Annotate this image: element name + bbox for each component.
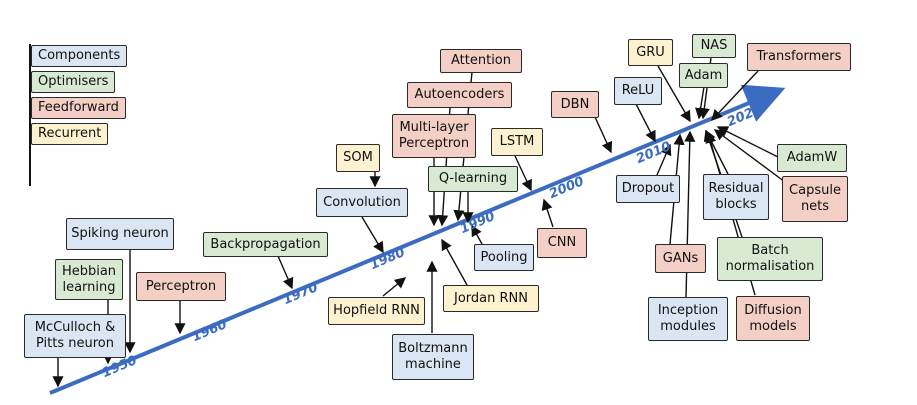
node-boltzmann-machine: Boltzmann machine bbox=[392, 334, 474, 380]
node-residual-blocks: Residual blocks bbox=[703, 174, 769, 220]
link-dropout bbox=[656, 143, 672, 176]
node-perceptron: Perceptron bbox=[136, 272, 226, 301]
node-attention: Attention bbox=[440, 49, 522, 73]
node-cnn: CNN bbox=[537, 228, 587, 258]
node-dropout: Dropout bbox=[616, 175, 680, 203]
link-hopfield bbox=[382, 277, 407, 297]
link-dbn bbox=[594, 116, 613, 154]
node-nas: NAS bbox=[692, 34, 736, 58]
node-backpropagation: Backpropagation bbox=[203, 232, 328, 257]
node-multi-layer-perceptron: Multi-layer Perceptron bbox=[392, 114, 476, 158]
link-relu bbox=[635, 103, 656, 143]
node-q-learning: Q-learning bbox=[428, 166, 518, 192]
node-gru: GRU bbox=[628, 39, 673, 66]
link-cnn bbox=[541, 198, 554, 228]
legend-recurrent: Recurrent bbox=[31, 123, 109, 145]
link-adamw bbox=[716, 126, 781, 159]
node-pooling: Pooling bbox=[474, 244, 534, 271]
link-adam bbox=[695, 86, 707, 120]
node-diffusion-models: Diffusion models bbox=[736, 296, 810, 341]
node-som: SOM bbox=[336, 144, 380, 172]
legend-components: Components bbox=[31, 45, 128, 67]
link-capsule bbox=[713, 129, 786, 183]
node-convolution: Convolution bbox=[316, 188, 408, 217]
link-gru bbox=[657, 65, 691, 123]
node-inception-modules: Inception modules bbox=[648, 297, 728, 341]
link-convolution bbox=[361, 216, 384, 254]
link-backprop bbox=[277, 255, 294, 290]
link-pooling bbox=[471, 224, 483, 245]
legend-optimisers: Optimisers bbox=[31, 71, 116, 93]
node-adam: Adam bbox=[679, 63, 728, 88]
link-jordan bbox=[441, 238, 468, 286]
node-capsule-nets: Capsule nets bbox=[782, 176, 848, 222]
legend-bar bbox=[29, 44, 31, 186]
node-relu: ReLU bbox=[614, 77, 662, 105]
node-dbn: DBN bbox=[551, 91, 599, 118]
node-lstm: LSTM bbox=[491, 128, 543, 156]
legend-feedforward: Feedforward bbox=[31, 97, 126, 119]
node-adamw: AdamW bbox=[777, 144, 847, 172]
timeline-arrow bbox=[49, 84, 786, 395]
node-hebbian-learning: Hebbian learning bbox=[55, 259, 123, 300]
node-jordan-rnn: Jordan RNN bbox=[443, 285, 539, 312]
node-transformers: Transformers bbox=[747, 43, 851, 71]
node-autoencoders: Autoencoders bbox=[407, 82, 512, 108]
node-spiking-neuron: Spiking neuron bbox=[66, 218, 174, 250]
node-batch-normalisation: Batch normalisation bbox=[717, 237, 823, 281]
link-transformers bbox=[711, 70, 759, 122]
node-hopfield-rnn: Hopfield RNN bbox=[328, 297, 425, 325]
node-mcculloch-pitts: McCulloch & Pitts neuron bbox=[24, 314, 126, 358]
link-lstm bbox=[514, 155, 532, 192]
node-gans: GANs bbox=[655, 244, 706, 273]
